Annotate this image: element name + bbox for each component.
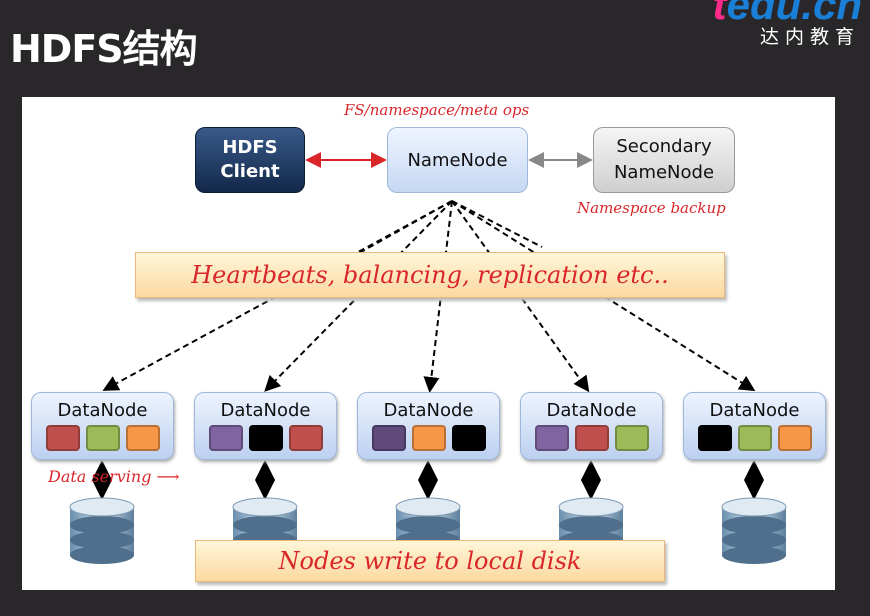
block-list xyxy=(195,425,336,451)
datanode-label: DataNode xyxy=(57,400,148,421)
data-serving-text: Data serving xyxy=(48,467,152,486)
block-list xyxy=(358,425,499,451)
slide-title: HDFS结构 xyxy=(10,27,198,71)
client-line2: Client xyxy=(220,161,280,182)
datanode: DataNode xyxy=(31,392,174,460)
namenode-label: NameNode xyxy=(407,149,508,171)
ops-label: FS/namespace/meta ops xyxy=(344,101,530,119)
data-block xyxy=(288,425,323,451)
local-disk-banner: Nodes write to local disk xyxy=(195,540,665,582)
block-list xyxy=(32,425,173,451)
connectors xyxy=(69,152,787,564)
data-block xyxy=(45,425,80,451)
data-block xyxy=(208,425,243,451)
datanode: DataNode xyxy=(683,392,826,460)
data-block xyxy=(125,425,160,451)
data-block xyxy=(614,425,649,451)
hdfs-client-node: HDFS Client xyxy=(195,127,305,193)
heartbeats-banner: Heartbeats, balancing, replication etc.. xyxy=(135,252,725,298)
block-list xyxy=(684,425,825,451)
data-serving-label: Data serving ⟶ xyxy=(48,467,179,486)
block-list xyxy=(521,425,662,451)
logo: tedu.cn xyxy=(712,0,862,28)
data-block xyxy=(411,425,446,451)
data-block xyxy=(574,425,609,451)
datanode-label: DataNode xyxy=(220,400,311,421)
datanode: DataNode xyxy=(357,392,500,460)
heartbeats-text: Heartbeats, balancing, replication etc.. xyxy=(191,261,669,289)
datanode-label: DataNode xyxy=(546,400,637,421)
local-disk-text: Nodes write to local disk xyxy=(278,547,582,575)
data-block xyxy=(737,425,772,451)
secondary-line1: Secondary xyxy=(616,136,712,157)
data-block xyxy=(777,425,812,451)
data-block xyxy=(248,425,283,451)
backup-label: Namespace backup xyxy=(577,199,726,217)
client-line1: HDFS xyxy=(222,137,278,158)
datanode: DataNode xyxy=(520,392,663,460)
datanode: DataNode xyxy=(194,392,337,460)
data-block xyxy=(697,425,732,451)
secondary-line2: NameNode xyxy=(613,162,715,183)
logo-subtitle: 达内教育 xyxy=(759,26,860,48)
data-block xyxy=(371,425,406,451)
disk-icon xyxy=(721,497,787,564)
datanode-label: DataNode xyxy=(383,400,474,421)
disk-icon xyxy=(69,497,135,564)
diagram-panel: FS/namespace/meta ops HDFS Client NameNod… xyxy=(22,97,835,590)
datanode-label: DataNode xyxy=(709,400,800,421)
data-block xyxy=(534,425,569,451)
namenode: NameNode xyxy=(387,127,528,193)
right-arrow-icon: ⟶ xyxy=(156,467,180,486)
data-block xyxy=(85,425,120,451)
data-block xyxy=(451,425,486,451)
